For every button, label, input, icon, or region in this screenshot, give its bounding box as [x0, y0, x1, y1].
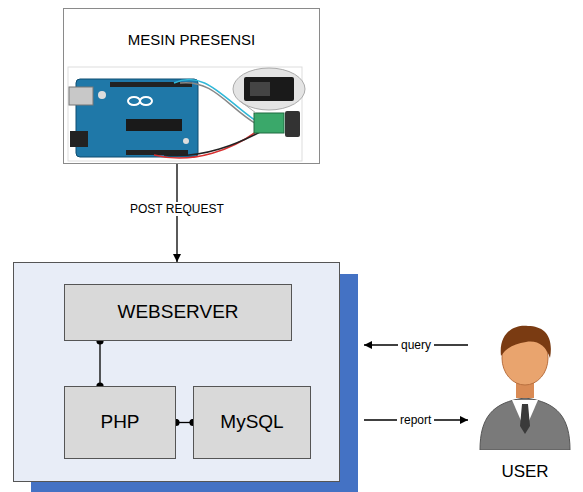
- connector-label: POST REQUEST: [127, 202, 227, 216]
- illustration-part: [164, 131, 262, 156]
- illustration-part: [128, 97, 140, 105]
- illustration-part: [140, 97, 152, 105]
- illustration-part: [285, 111, 300, 137]
- illustration-part: [254, 113, 284, 133]
- connector-label: query: [398, 338, 434, 352]
- illustration-part: [240, 101, 256, 113]
- connector: [176, 422, 193, 423]
- server-box: WEBSERVER PHP MySQL: [13, 262, 340, 482]
- server-fill: [13, 262, 340, 482]
- illustration-part: [154, 129, 260, 158]
- node-label: PHP: [100, 411, 139, 434]
- illustration-part: [70, 131, 88, 147]
- php-box: PHP: [64, 386, 176, 459]
- illustration-part: [501, 326, 551, 358]
- device-box: MESIN PRESENSI: [63, 8, 320, 164]
- illustration-part: [126, 119, 182, 131]
- illustration-part: [68, 67, 302, 161]
- node-label: USER: [501, 462, 548, 482]
- connector: [99, 341, 100, 386]
- mysql-box: MySQL: [193, 386, 311, 459]
- user-actor: USER: [472, 318, 578, 482]
- webserver-box: WEBSERVER: [64, 284, 292, 341]
- illustration-part: [76, 79, 198, 157]
- illustration-part: [69, 87, 93, 105]
- connector-label: report: [397, 413, 434, 427]
- illustration-part: [110, 82, 192, 87]
- illustration-part: [250, 82, 270, 96]
- node-label: WEBSERVER: [117, 301, 238, 324]
- illustration-part: [244, 77, 294, 101]
- user-icon: [472, 318, 578, 450]
- illustration-part: [126, 150, 188, 155]
- illustration-part: [183, 138, 189, 144]
- illustration-part: [520, 404, 530, 434]
- illustration-part: [480, 398, 570, 450]
- node-label: MESIN PRESENSI: [64, 31, 319, 49]
- illustration-part: [98, 91, 106, 99]
- node-label: MySQL: [220, 411, 283, 434]
